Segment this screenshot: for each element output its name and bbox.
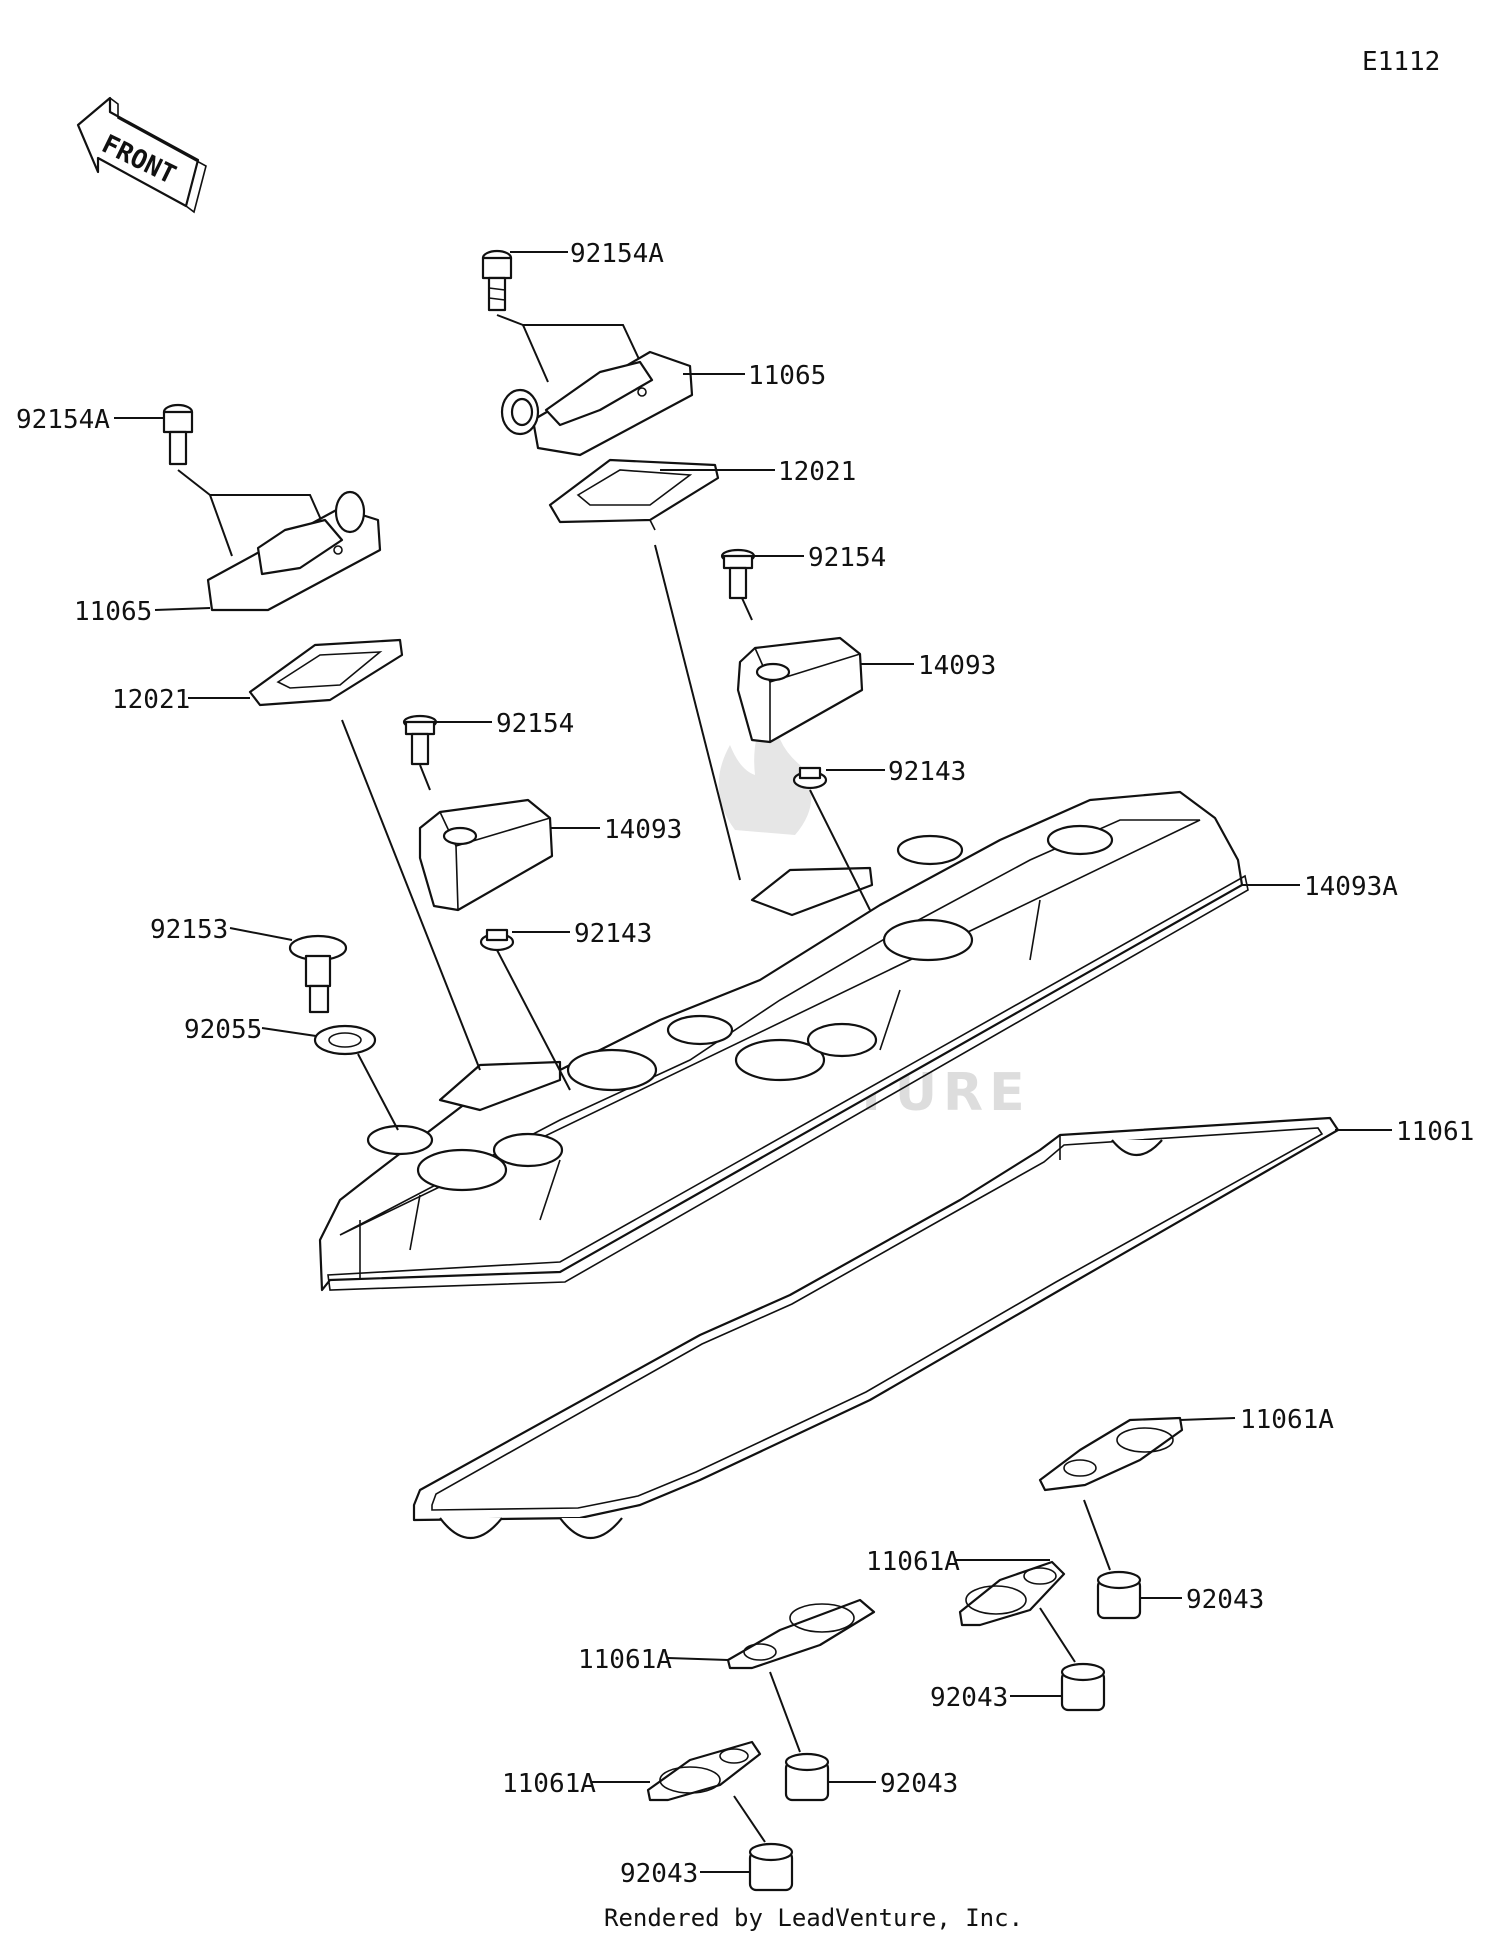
callout-92153: 92153 [150, 915, 228, 945]
callout-92043-1: 92043 [1186, 1585, 1264, 1615]
washer-92143-upper [792, 766, 828, 790]
cap-14093-upper [736, 636, 864, 744]
callout-11061a-3: 11061A [578, 1645, 672, 1675]
dowel-92043-3 [784, 1752, 830, 1802]
plug-gasket-11061a-4 [646, 1740, 762, 1802]
callout-92043-2: 92043 [930, 1683, 1008, 1713]
callout-14093-upper: 14093 [918, 651, 996, 681]
breather-cover-11065-upper [500, 350, 694, 457]
gasket-11061 [412, 1116, 1340, 1540]
diagram-code: E1112 [1362, 47, 1440, 77]
bolt-92154a-upper [481, 249, 513, 312]
callout-92143-left: 92143 [574, 919, 652, 949]
plug-gasket-11061a-1 [1038, 1416, 1184, 1492]
plug-gasket-11061a-2 [958, 1560, 1066, 1627]
bolt-92154-left [402, 714, 438, 766]
assembly-lines [341, 544, 1111, 1843]
callout-92154a-upper: 92154A [570, 239, 664, 269]
grommet-92055 [313, 1024, 377, 1056]
callout-11061a-4: 11061A [502, 1769, 596, 1799]
callout-labels: 92154A 11065 92154A 12021 11065 92154 12… [16, 239, 1474, 1889]
callout-12021-left: 12021 [112, 685, 190, 715]
bolt-92154-upper [720, 548, 756, 600]
callout-14093a: 14093A [1304, 872, 1398, 902]
footer-credit: Rendered by LeadVenture, Inc. [604, 1904, 1023, 1932]
washer-92143-left [479, 928, 515, 952]
callout-92143-upper: 92143 [888, 757, 966, 787]
callout-92043-4: 92043 [620, 1859, 698, 1889]
callout-14093-left: 14093 [604, 815, 682, 845]
bolt-92153 [288, 934, 348, 1014]
gasket-12021-left [248, 638, 404, 707]
callout-11061a-2: 11061A [866, 1547, 960, 1577]
callout-92154-upper: 92154 [808, 543, 886, 573]
callout-12021-upper: 12021 [778, 457, 856, 487]
gasket-12021-upper [548, 458, 720, 531]
callout-11065-left: 11065 [74, 597, 152, 627]
callout-92154-left: 92154 [496, 709, 574, 739]
cylinder-head-cover-14093a [318, 790, 1249, 1292]
callout-11061: 11061 [1396, 1117, 1474, 1147]
breather-cover-11065-left [206, 490, 382, 612]
callout-11065-upper: 11065 [748, 361, 826, 391]
bolt-92154a-left [162, 403, 194, 466]
front-arrow-icon: FRONT [76, 96, 207, 214]
dowel-92043-2 [1060, 1662, 1106, 1712]
dowel-92043-1 [1096, 1570, 1142, 1620]
callout-leaders [114, 251, 1392, 1873]
callout-92043-3: 92043 [880, 1769, 958, 1799]
callout-11061a-1: 11061A [1240, 1405, 1334, 1435]
callout-92055: 92055 [184, 1015, 262, 1045]
cap-14093-left [418, 798, 554, 912]
dowel-92043-4 [748, 1842, 794, 1892]
plug-gasket-11061a-3 [726, 1598, 876, 1670]
callout-92154a-left: 92154A [16, 405, 110, 435]
